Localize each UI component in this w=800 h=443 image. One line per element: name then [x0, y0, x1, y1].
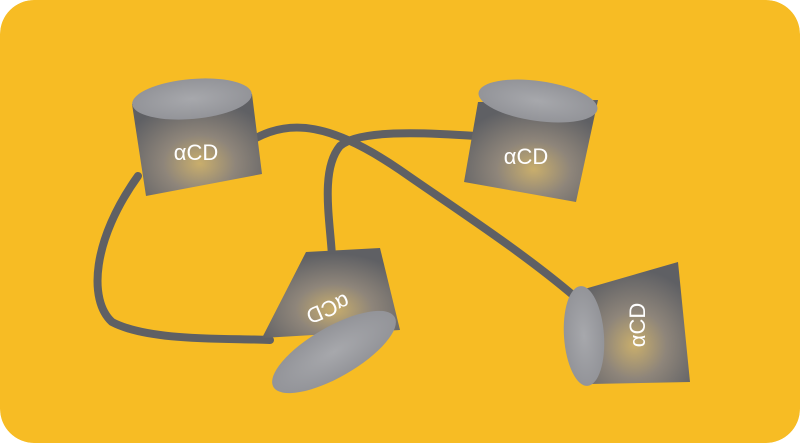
- cd-cup-4: αCD: [563, 262, 690, 386]
- tether-chain: [93, 123, 578, 344]
- cup-label: αCD: [174, 140, 219, 165]
- cup-label: αCD: [504, 144, 549, 169]
- tether-left-loop: [93, 172, 274, 344]
- cd-cup-1: αCD: [132, 78, 262, 196]
- tether-cross-right: [252, 123, 578, 300]
- tether-center-top: [323, 129, 480, 260]
- cup-label: αCD: [625, 303, 650, 348]
- cd-cup-2: αCD: [464, 79, 598, 202]
- cd-cup-3: αCD: [262, 248, 400, 394]
